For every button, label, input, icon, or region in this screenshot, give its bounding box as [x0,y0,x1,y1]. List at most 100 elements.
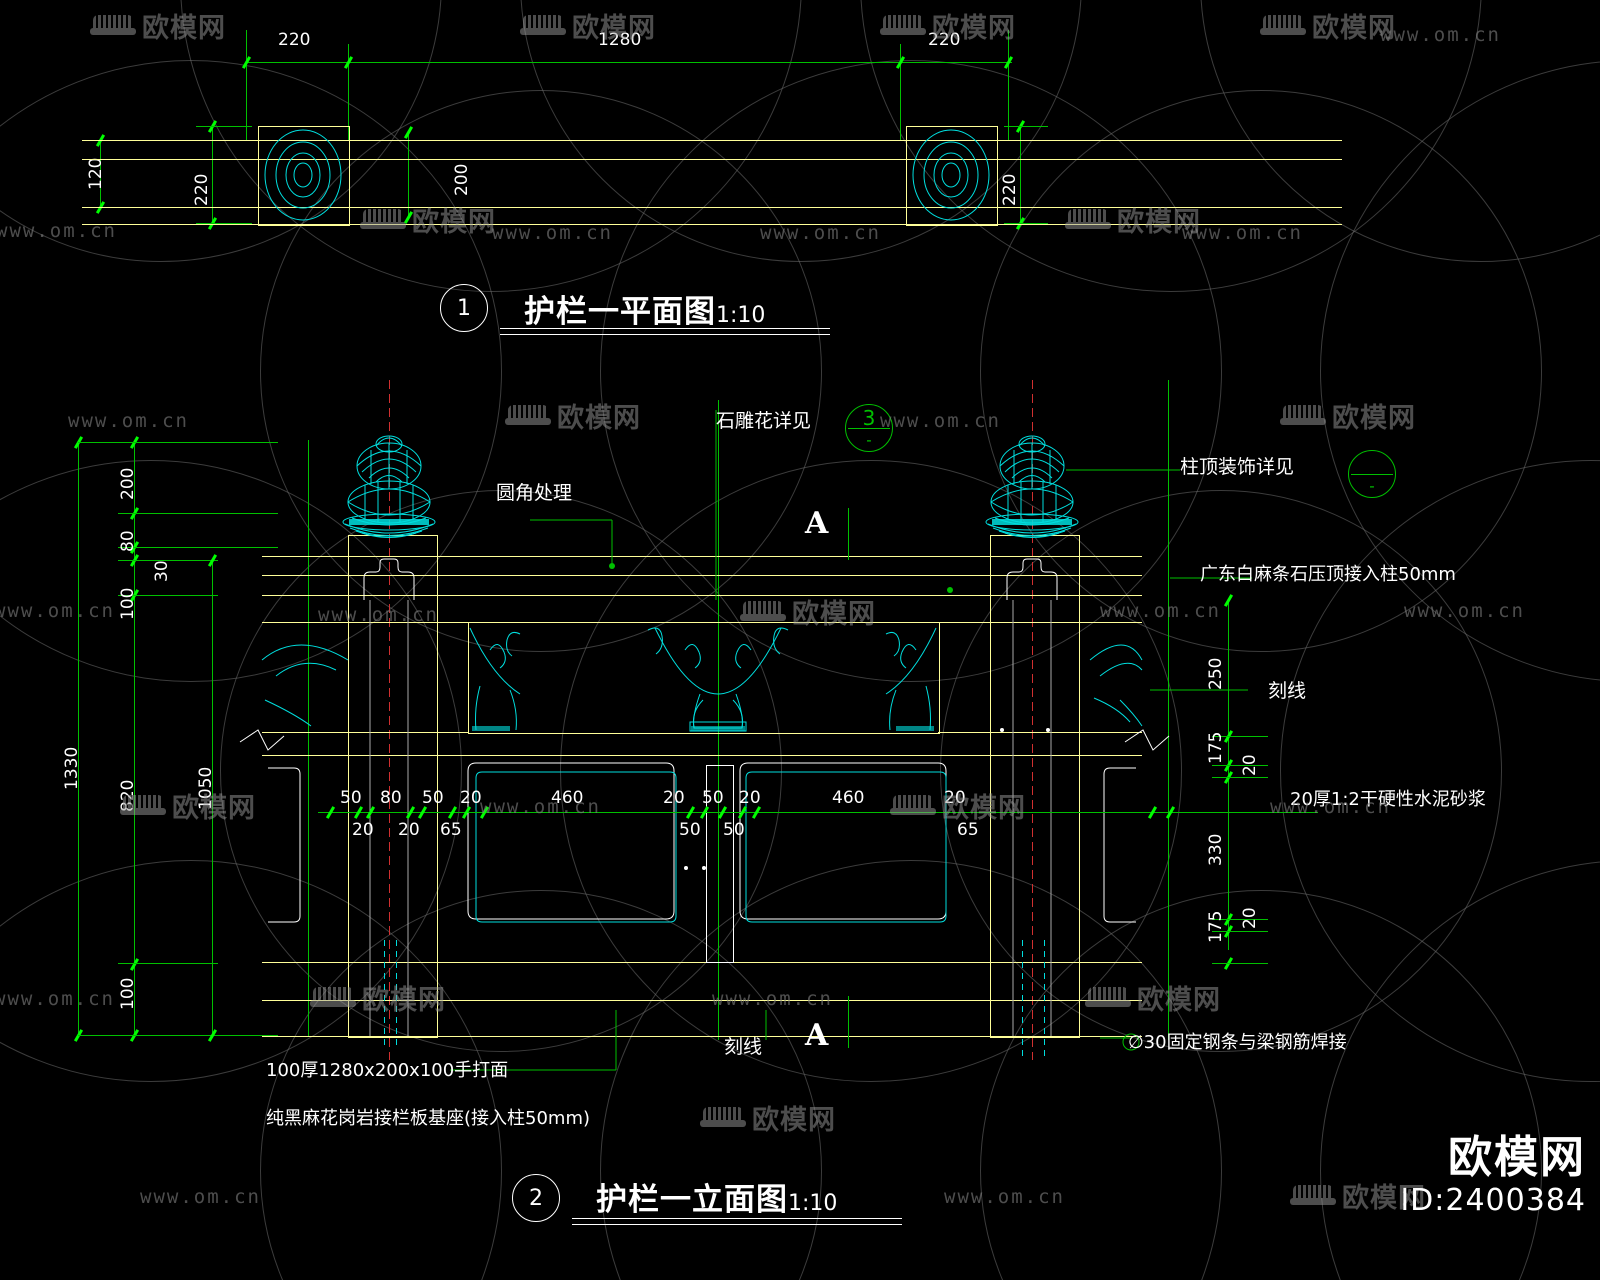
rebar-left [1022,940,1023,1060]
plan-title-scale: 1:10 [716,303,766,328]
annotation-cement-mortar: 20厚1:2干硬性水泥砂浆 [1290,789,1486,810]
baluster-band-left-ext [262,622,468,623]
elev-dim-line-inner [134,442,135,1036]
elev-dim-line-1330 [78,442,79,1036]
elev-dim-line-1050 [212,560,213,1038]
base-bottom [262,1036,1142,1037]
annotation-engraved-line-bottom: 刻线 [724,1036,763,1058]
dim-tick [403,211,414,224]
cap-rail-bot [262,595,1142,596]
watermark-arc [1200,0,1600,262]
watermark-logo-text: 欧模网 [412,207,496,238]
sofa-icon [505,403,551,429]
elev-dim-200: 200 [118,467,138,500]
elev-dim-1050: 1050 [196,766,216,810]
watermark-url: www.om.cn [944,1186,1065,1208]
watermark-arc [260,890,822,1280]
watermark-logo: 欧模网 [360,200,496,239]
elev-hdim-50a: 50 [340,788,362,808]
watermark-arc [1320,60,1600,682]
section-line-bottom [848,996,849,1048]
watermark-logo-text: 欧模网 [557,403,641,434]
watermark-url: www.om.cn [140,1186,261,1208]
elev-hdim-low-65b: 65 [957,820,979,840]
elev-dim-30: 30 [152,560,172,582]
ref-dash: - [866,431,872,449]
elev-ext [118,513,278,514]
watermark-logo: 欧模网 [90,6,226,45]
plan-dim-220-left: 220 [278,30,311,50]
elevation-title-scale: 1:10 [788,1191,838,1216]
elev-ext [118,963,218,964]
plan-dim-220-right: 220 [928,30,961,50]
elev-rdim-175b: 175 [1206,910,1226,943]
sofa-icon [90,13,136,39]
plan-dim-220-inner: 220 [1000,173,1020,206]
elevation-title-underline [572,1224,902,1225]
elev-post-centerline-left [389,380,390,1060]
elev-ext [78,1035,278,1036]
watermark-url: www.om.cn [1380,24,1501,46]
plan-post-right [906,126,998,226]
elev-rext [1212,931,1268,932]
plan-dim-line-120 [100,140,101,208]
ref-divider [848,428,890,429]
sofa-icon [1260,13,1306,39]
plan-rail-line [82,159,1342,160]
elev-rdim-20a: 20 [1240,754,1260,776]
section-mark-a-top: A [805,506,829,541]
plan-view-marker: 1 [440,284,488,332]
plan-view-title: 护栏一平面图1:10 [524,286,765,331]
annotation-black-granite-base: 纯黑麻花岗岩接栏板基座(接入柱50mm) [266,1108,591,1129]
watermark-logo-text: 欧模网 [1137,985,1221,1016]
watermark-logo: 欧模网 [1065,200,1201,239]
watermark-logo: 欧模网 [505,396,641,435]
elev-rext [1212,777,1268,778]
elev-hdim-low-50b: 50 [723,820,745,840]
post-right-shaft [990,535,1080,1038]
elev-hdim-50b: 50 [422,788,444,808]
brand-name: 欧模网 [1448,1131,1586,1183]
watermark-url: www.om.cn [880,410,1001,432]
plan-dim-line-200 [408,132,409,218]
watermark-logo-text: 欧模网 [752,1105,836,1136]
elev-rext [1212,765,1268,766]
annotation-round-corner: 圆角处理 [496,482,573,504]
plan-dim-200: 200 [452,163,472,196]
plan-dim-120: 120 [86,157,106,190]
plan-dim-line-220r [1020,126,1021,224]
plan-ext-line [348,44,349,140]
brand-id: ID:2400384 [1400,1183,1586,1218]
lower-band-top [262,755,1142,756]
elev-grid-line [1168,380,1169,1040]
watermark-url: www.om.cn [1182,222,1303,244]
elev-rdim-250: 250 [1206,657,1226,690]
plan-dim-line-220 [212,126,213,224]
watermark-logo: 欧模网 [1260,6,1396,45]
elev-hdim-20a: 20 [460,788,482,808]
plan-ext [196,223,252,224]
elev-hdim-line [318,812,1318,813]
column-top-ref-bubble: - [1348,450,1396,498]
watermark-url: www.om.cn [1100,600,1221,622]
baluster-band-right-ext2 [938,732,1142,733]
lower-band-bottom [262,962,1142,963]
cap-rail-top [262,556,1142,557]
elev-rdim-330: 330 [1206,833,1226,866]
baluster-band-left-ext2 [262,732,468,733]
sofa-icon [1290,1183,1336,1209]
watermark-url: www.om.cn [0,600,115,622]
sofa-icon [890,793,936,819]
watermark-url: www.om.cn [1404,600,1525,622]
elev-hdim-20b: 20 [663,788,685,808]
elev-hdim-low-50a: 50 [679,820,701,840]
elevation-marker-number: 2 [529,1185,543,1211]
rebar-right [1044,940,1045,1060]
watermark-url: www.om.cn [0,988,115,1010]
watermark-url: www.om.cn [760,222,881,244]
elev-hdim-50c: 50 [702,788,724,808]
annotation-engraved-line-right: 刻线 [1268,680,1307,702]
elev-post-centerline-right [1032,380,1033,1060]
brand-watermark: 欧模网 ID:2400384 [1400,1131,1586,1218]
